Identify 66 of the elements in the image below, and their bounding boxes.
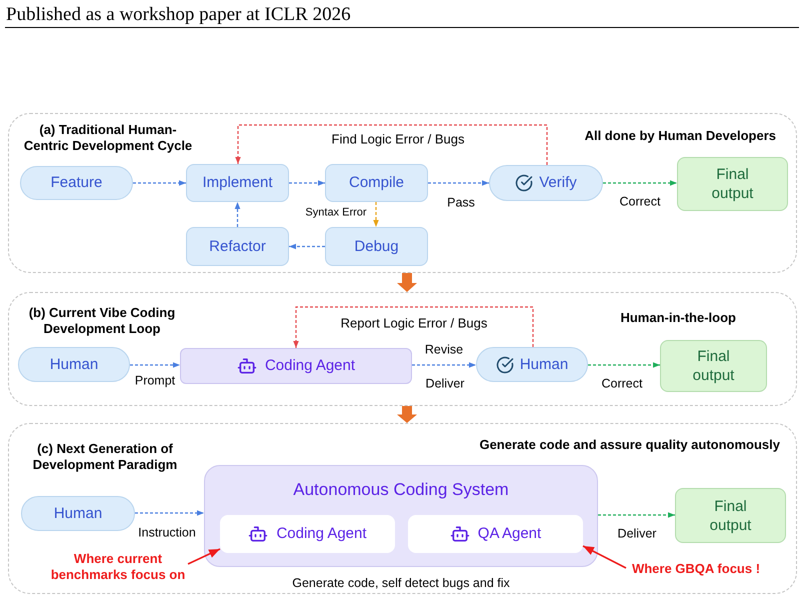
output-label: Final output [708,496,752,534]
block-arrow [397,406,417,423]
edge-label: Syntax Error [303,206,369,220]
dashed-arrow [234,202,240,227]
step-label: Verify [539,174,577,192]
dashed-arrow [133,180,186,186]
agent-label: Coding Agent [276,525,367,543]
annotation-text: Where current benchmarks focus on [48,551,188,583]
output-label: Final output [710,165,754,203]
section-panel [8,292,797,406]
system-caption: Generate code, self detect bugs and fix [292,576,510,591]
rounded-pill [489,165,603,201]
edge-label: Prompt [132,374,178,388]
dashed-arrow [130,362,180,368]
step-label: Refactor [209,238,266,256]
step-label: Human [54,504,102,522]
block-arrow [397,273,417,292]
edge-label: Report Logic Error / Bugs [338,316,490,330]
section-note: Human-in-the-loop [620,310,736,326]
step-label: Human [520,356,568,374]
rounded-pill [21,496,135,531]
system-title: Autonomous Coding System [292,480,510,500]
rounded-pill [20,166,133,200]
section-panel [8,113,797,273]
dashed-arrow [588,362,660,368]
output-box [677,157,788,211]
dashed-arrow [428,180,489,186]
arrow [582,545,626,569]
dashed-arrow [135,510,204,516]
dashed-arrow [293,306,534,348]
rounded-pill [18,347,130,382]
agent-label: Coding Agent [264,357,356,375]
annotation-text: Where GBQA focus ! [626,561,766,579]
output-label: Final output [692,347,736,385]
agent-card [220,515,395,553]
step-label: Implement [202,174,273,192]
process-box [186,227,289,266]
section-heading: (b) Current Vibe Coding Development Loop [28,305,176,337]
section-note: All done by Human Developers [584,128,776,144]
output-box [660,340,767,392]
running-header: Published as a workshop paper at ICLR 2026 [6,4,351,26]
step-label: Feature [50,174,102,192]
agent-card [408,515,583,553]
process-box [186,164,289,202]
edge-label: Find Logic Error / Bugs [330,132,466,146]
step-label: Debug [354,238,399,256]
dashed-arrow [603,180,677,186]
section-panel [8,423,797,594]
section-heading: (c) Next Generation of Development Paradigm [32,441,178,473]
dashed-arrow [235,124,548,165]
dashed-arrow [289,180,325,186]
dashed-arrow [598,512,675,518]
output-box [675,488,786,543]
rounded-pill [476,347,588,382]
step-label: Compile [348,174,404,192]
section-heading: (a) Traditional Human-Centric Development Cycle [22,122,194,154]
agent-label: QA Agent [478,525,542,543]
arrow [188,548,220,565]
process-box [325,164,428,202]
dashed-arrow [412,362,476,368]
process-box [325,227,428,266]
dashed-arrow [373,202,379,227]
step-label: Human [50,356,98,374]
section-note: Generate code and assure quality autonomously [479,437,780,453]
agent-box [180,348,412,384]
dashed-arrow [289,244,325,250]
